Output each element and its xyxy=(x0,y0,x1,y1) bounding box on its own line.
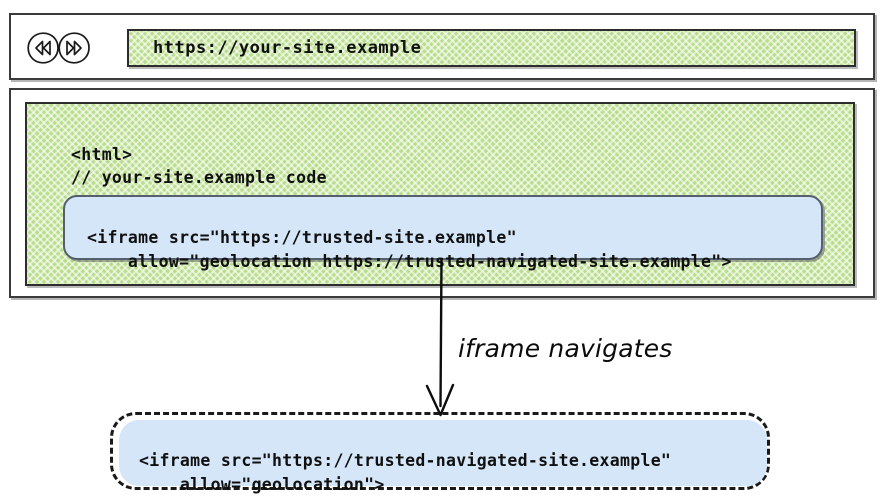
iframe-original-code: <iframe src="https://trusted-site.exampl… xyxy=(87,227,732,271)
address-bar-value: https://your-site.example xyxy=(153,38,422,58)
browser-viewport: <html> // your-site.example code <iframe… xyxy=(9,88,875,298)
address-bar[interactable]: https://your-site.example xyxy=(127,29,856,67)
page-content-area: <html> // your-site.example code <iframe… xyxy=(25,102,855,286)
iframe-navigated-code: <iframe src="https://trusted-navigated-s… xyxy=(139,450,672,494)
fast-forward-icon[interactable] xyxy=(57,31,91,65)
page-source-code: <html> // your-site.example code xyxy=(71,144,327,187)
arrow-annotation-label: iframe navigates xyxy=(458,334,673,363)
rewind-icon[interactable] xyxy=(26,31,60,65)
iframe-element-navigated: <iframe src="https://trusted-navigated-s… xyxy=(119,420,767,494)
navigated-iframe-outline: <iframe src="https://trusted-navigated-s… xyxy=(110,412,770,494)
browser-window: https://your-site.example <html> // your… xyxy=(9,13,875,298)
iframe-element-original: <iframe src="https://trusted-site.exampl… xyxy=(63,195,823,271)
browser-toolbar: https://your-site.example xyxy=(9,13,875,80)
